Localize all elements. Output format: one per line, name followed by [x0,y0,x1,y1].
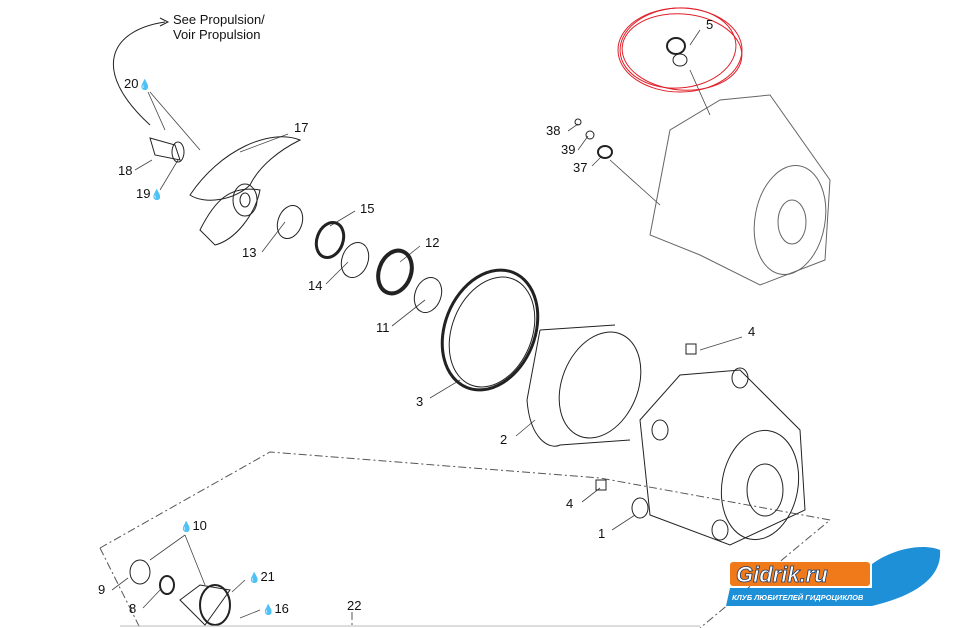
propulsion-note: See Propulsion/ Voir Propulsion [173,12,265,42]
callout-15: 15 [360,202,374,218]
callout-number: 17 [294,120,309,135]
callout-9: 9 [98,583,105,599]
wear-ring-liner [526,324,642,447]
callout-number: 4 [748,324,756,339]
bushing-9 [129,559,151,585]
callout-number: 16 [274,601,289,616]
drain-plug [666,37,688,67]
seal [314,221,346,259]
callout-38: 38 [546,124,560,140]
callout-number: 21 [260,569,275,584]
bearing-21 [199,584,231,626]
callout-18: 18 [118,164,132,180]
callout-number: 12 [425,235,440,250]
callout-number: 1 [598,526,606,541]
note-line-1: See Propulsion/ [173,12,265,27]
callout-number: 9 [98,582,106,597]
bearing-seal [376,248,414,296]
grommet-37 [597,145,613,159]
callout-12: 12 [425,236,439,252]
callout-number: 2 [500,432,508,447]
reference-arrow [112,21,166,126]
callout-13: 13 [242,246,256,262]
assembly-boundary [99,451,832,628]
callout-1: 1 [598,527,605,543]
callout-10: 💧10 [180,519,207,535]
lubricant-drop-icon: 💧 [150,190,163,201]
callout-number: 38 [546,123,561,138]
impeller [189,136,302,246]
callout-4: 4 [566,497,573,513]
pump-housing [631,367,806,546]
callout-20: 20💧 [124,77,151,93]
wear-ring-3 [440,268,540,392]
callout-number: 5 [706,17,714,32]
callout-17: 17 [294,121,308,137]
callout-22: 22 [347,599,361,615]
callout-number: 10 [192,518,207,533]
svg-text:КЛУБ ЛЮБИТЕЛЕЙ ГИДРОЦИКЛОВ: КЛУБ ЛЮБИТЕЛЕЙ ГИДРОЦИКЛОВ [732,593,864,602]
callout-14: 14 [308,279,322,295]
lubricant-drop-icon: 💧 [262,605,275,616]
circlip [276,205,304,239]
callout-39: 39 [561,143,575,159]
callout-number: 8 [129,601,137,616]
leader-lines [111,29,743,619]
screw-4 [685,343,697,355]
sleeve [149,137,185,163]
lubricant-drop-icon: 💧 [138,80,151,91]
lubricant-drop-icon: 💧 [248,573,261,584]
screw-38 [574,118,582,126]
callout-number: 39 [561,142,576,157]
lubricant-drop-icon: 💧 [180,522,193,533]
gidrik-logo: Gidrik.ru КЛУБ ЛЮБИТЕЛЕЙ ГИДРОЦИКЛОВ [726,546,941,606]
callout-4: 4 [748,325,755,341]
o-ring [340,242,370,278]
callout-number: 4 [566,496,574,511]
callout-21: 💧21 [248,570,275,586]
callout-3: 3 [416,395,423,411]
callout-number: 22 [347,598,362,613]
ring-8 [159,575,175,595]
note-line-2: Voir Propulsion [173,27,261,42]
callout-8: 8 [129,602,136,618]
callout-number: 20 [124,76,139,91]
svg-text:Gidrik.ru: Gidrik.ru [736,562,828,587]
bearing-body [179,584,231,626]
callout-number: 19 [136,186,151,201]
callout-5: 5 [706,18,713,34]
callout-number: 3 [416,394,424,409]
callout-number: 15 [360,201,375,216]
callout-number: 13 [242,245,257,260]
callout-19: 19💧 [136,187,163,203]
washer-39 [585,130,595,140]
callout-number: 37 [573,160,588,175]
callout-number: 14 [308,278,323,293]
venturi-housing [649,94,831,286]
screw-4b [595,479,607,491]
highlight-circle [617,7,743,93]
o-ring-11 [413,277,443,313]
arrow-head-icon [159,17,170,27]
callout-number: 18 [118,163,133,178]
callout-11: 11 [376,321,390,337]
callout-2: 2 [500,433,507,449]
callout-16: 💧16 [262,602,289,618]
callout-number: 11 [376,320,390,335]
callout-37: 37 [573,161,587,177]
